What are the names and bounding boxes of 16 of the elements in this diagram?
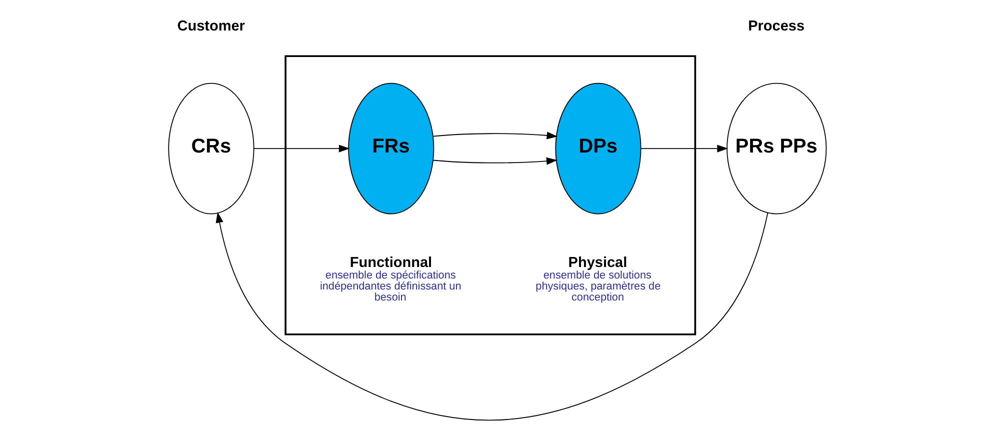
node-ellipse: FRs	[348, 82, 434, 214]
node-label: Functionnal	[350, 255, 432, 272]
node-ellipse: DPs	[555, 82, 642, 214]
arrow	[432, 157, 558, 165]
node-label: ensemble de solutions physiques, paramètres de conception	[536, 270, 661, 304]
node-label: Process	[748, 18, 805, 35]
cluster	[284, 55, 696, 336]
node-label: Physical	[568, 255, 628, 272]
node-ellipse: CRs	[168, 82, 254, 214]
arrow	[253, 144, 350, 152]
arrow	[640, 144, 728, 152]
node-label: ensemble de spécifications indépendantes définissant un besoin	[320, 270, 462, 304]
arrow	[432, 132, 558, 140]
node-ellipse: PRs PPs	[726, 82, 827, 214]
arrow	[216, 212, 768, 421]
node-label: Customer	[177, 18, 245, 35]
